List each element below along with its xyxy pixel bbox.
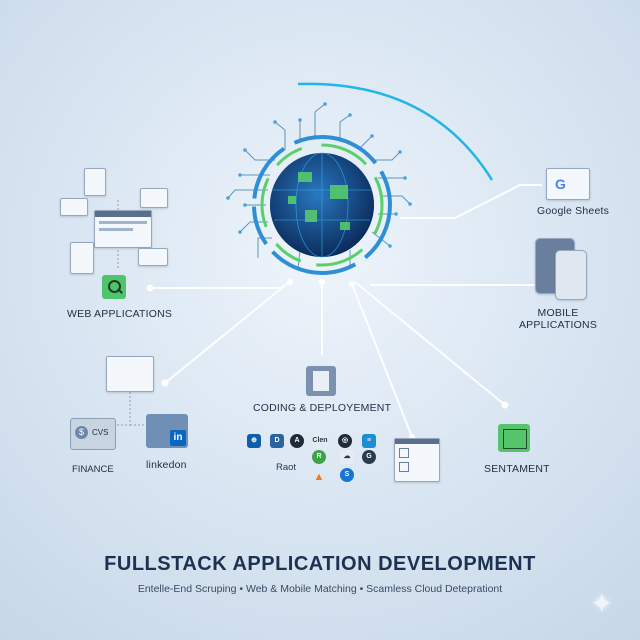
sparkle-icon: ✦	[590, 588, 614, 619]
mobile-applications-label: MOBILE APPLICATIONS	[518, 307, 598, 331]
chat-card-icon	[60, 198, 88, 216]
csv-folder-icon: $ CVS	[70, 418, 116, 450]
tech-icon: Clen	[312, 434, 328, 448]
finance-label: FINANCE	[72, 464, 114, 475]
tech-icon: ≡	[362, 434, 376, 448]
connector-sentiment	[354, 281, 506, 406]
linkedin-label: linkedon	[146, 459, 187, 471]
tech-icon: ⊕	[247, 434, 261, 448]
document-icon	[70, 242, 94, 274]
dashboard-card-icon	[106, 356, 154, 392]
connector-tech	[351, 283, 413, 438]
tech-icon: R	[312, 450, 326, 464]
web-applications-label: WEB APPLICATIONS	[67, 308, 173, 320]
tech-icon: D	[270, 434, 284, 448]
connector-sheets	[400, 184, 542, 219]
document-icon	[84, 168, 106, 196]
web-browser-icon	[94, 210, 152, 248]
page-title: FULLSTACK APPLICATION DEVELOPMENT	[104, 553, 536, 575]
google-sheets-icon: G	[546, 168, 590, 200]
sentiment-label: SENTAMENT	[484, 463, 550, 475]
mobile-phone-icon	[555, 250, 587, 300]
tech-icon: A	[290, 434, 304, 448]
tech-icon: G	[362, 450, 376, 464]
react-label: Raot	[276, 462, 297, 473]
tech-icon: ▲	[313, 471, 325, 483]
dashboard-card-icon	[394, 438, 440, 482]
google-sheets-label: Google Sheets	[537, 205, 610, 217]
sentiment-chart-icon	[498, 424, 530, 452]
coding-deployment-label: CODING & DEPLOYEMENT	[253, 402, 392, 414]
tech-icon: S	[340, 468, 354, 482]
code-file-icon	[306, 366, 336, 396]
chat-card-icon	[140, 188, 168, 208]
chat-card-icon	[138, 248, 168, 266]
page-subtitle: Entelle-End Scruping • Web & Mobile Matc…	[137, 583, 503, 595]
tech-icon: ☁	[340, 450, 354, 464]
search-icon	[102, 275, 126, 299]
connector-web	[150, 281, 291, 289]
top-arc	[297, 82, 494, 181]
tech-icon: ◎	[338, 434, 352, 448]
linkedin-folder-icon: in	[146, 414, 188, 448]
globe-icon	[252, 135, 392, 275]
connector-finance	[164, 282, 289, 384]
